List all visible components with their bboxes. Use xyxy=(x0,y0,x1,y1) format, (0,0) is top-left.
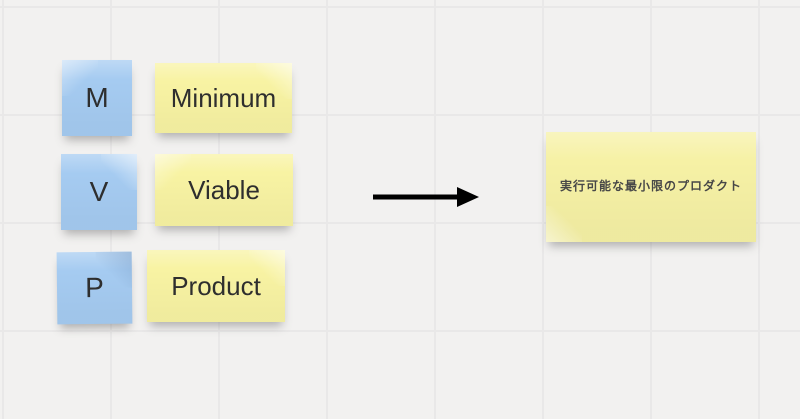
sticky-note-viable-text: Viable xyxy=(188,174,260,205)
sticky-note-p-text: P xyxy=(84,271,104,303)
sticky-note-v-text: V xyxy=(89,175,109,207)
sticky-note-minimum-text: Minimum xyxy=(170,82,277,113)
sticky-note-product[interactable]: Product xyxy=(147,250,285,322)
sticky-note-p[interactable]: P xyxy=(56,251,133,325)
sticky-note-mvp-japanese[interactable]: 実行可能な最小限のプロダクト xyxy=(546,132,756,242)
arrow-right[interactable] xyxy=(371,182,481,212)
sticky-note-m-text: M xyxy=(85,81,109,113)
sticky-note-minimum[interactable]: Minimum xyxy=(155,63,292,133)
sticky-note-m[interactable]: M xyxy=(62,60,132,136)
sticky-note-mvp-japanese-text: 実行可能な最小限のプロダクト xyxy=(559,179,742,194)
sticky-note-product-text: Product xyxy=(171,270,261,301)
sticky-note-v[interactable]: V xyxy=(61,154,137,230)
sticky-note-viable[interactable]: Viable xyxy=(155,154,293,226)
